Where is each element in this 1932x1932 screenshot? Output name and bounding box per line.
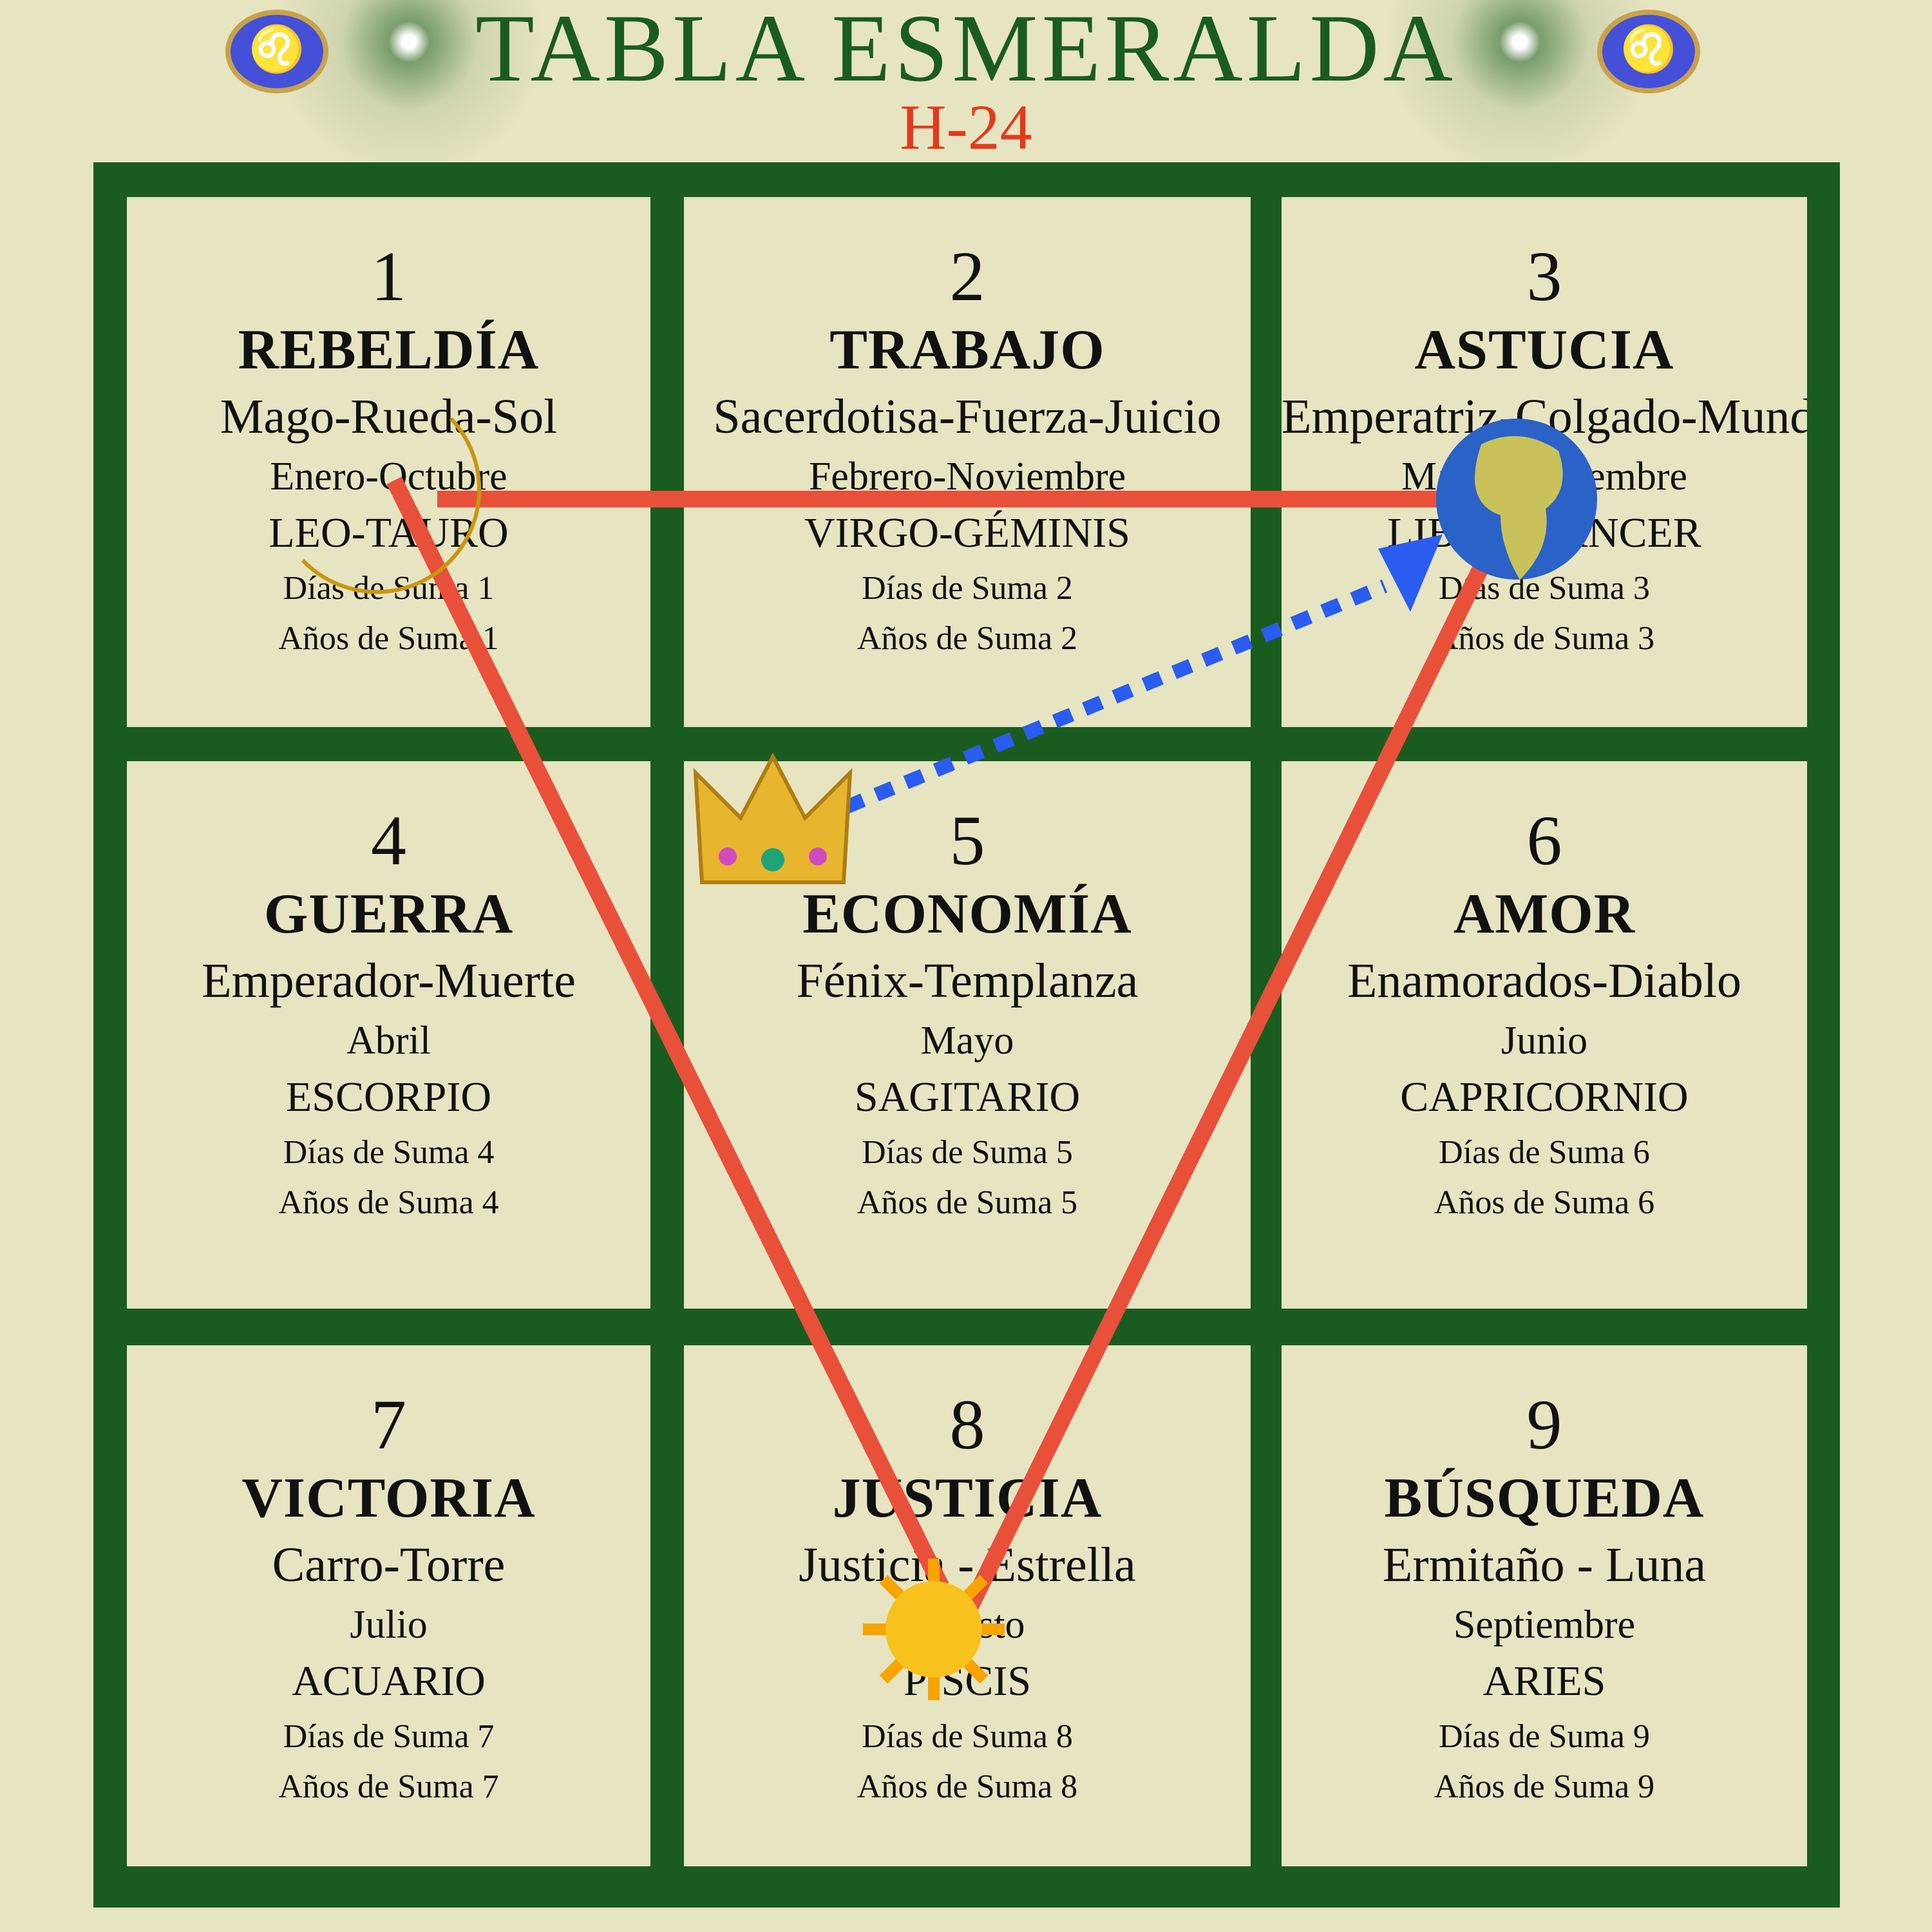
cell-cards: Emperador-Muerte [202, 953, 576, 1008]
cell-name: REBELDÍA [238, 318, 540, 381]
cell-days-sum: Días de Suma 2 [862, 570, 1073, 607]
cell-number: 9 [1526, 1385, 1562, 1464]
cell-month: Agosto [909, 1603, 1025, 1647]
cell-number: 8 [949, 1385, 985, 1464]
cell-name: BÚSQUEDA [1384, 1466, 1705, 1530]
cell-month: Mayo [920, 1019, 1014, 1063]
cell-name: ECONOMÍA [802, 882, 1132, 945]
cell-month: Junio [1501, 1019, 1588, 1063]
cell-name: AMOR [1453, 882, 1636, 945]
cell-years-sum: Años de Suma 5 [857, 1184, 1078, 1222]
leo-emblem-icon: ♌ [225, 10, 328, 93]
cell-cards: Mago-Rueda-Sol [220, 389, 558, 444]
cell-years-sum: Años de Suma 6 [1434, 1184, 1655, 1222]
cell-years-sum: Años de Suma 7 [278, 1768, 499, 1806]
cell-number: 2 [949, 237, 985, 316]
cell-name: VICTORIA [242, 1466, 536, 1530]
cell-cards: Fénix-Templanza [796, 953, 1139, 1008]
cell-days-sum: Días de Suma 7 [283, 1718, 495, 1756]
cell-number: 7 [371, 1385, 406, 1464]
cell-number: 5 [949, 801, 985, 880]
cell-number: 4 [371, 801, 406, 880]
cell-month: Marzo-Diciembre [1401, 455, 1688, 499]
cell-number: 3 [1526, 237, 1562, 316]
cell-cards: Sacerdotisa-Fuerza-Juicio [713, 389, 1222, 444]
cell-name: ASTUCIA [1414, 318, 1674, 381]
cell-month: Febrero-Noviembre [808, 455, 1126, 499]
cell-month: Abril [346, 1019, 431, 1063]
cell-name: TRABAJO [829, 318, 1105, 381]
cell-sign: PISCIS [903, 1658, 1032, 1705]
cell-cards: Carro-Torre [272, 1537, 506, 1592]
cell-month: Enero-Octubre [270, 455, 507, 499]
cell-number: 1 [371, 237, 406, 316]
cell-days-sum: Días de Suma 8 [862, 1718, 1073, 1756]
cell-sign: ESCORPIO [285, 1074, 492, 1121]
cell-years-sum: Años de Suma 9 [1434, 1768, 1655, 1806]
cell-days-sum: Días de Suma 9 [1439, 1718, 1650, 1756]
table-code: H-24 [900, 91, 1032, 163]
cell-years-sum: Años de Suma 3 [1434, 620, 1655, 658]
cell-sign: LIBRA-CÁNCER [1387, 509, 1701, 557]
cell-years-sum: Años de Suma 1 [278, 620, 499, 658]
cell-days-sum: Días de Suma 1 [283, 570, 495, 607]
cell-number: 6 [1526, 801, 1562, 880]
cell-years-sum: Años de Suma 8 [857, 1768, 1078, 1806]
cell-sign: CAPRICORNIO [1400, 1074, 1689, 1121]
cell-name: JUSTICIA [832, 1466, 1103, 1530]
cell-days-sum: Días de Suma 4 [283, 1134, 495, 1171]
cell-month: Septiembre [1453, 1603, 1636, 1647]
cell-sign: LEO-TAURO [269, 509, 509, 557]
cell-sign: SAGITARIO [854, 1074, 1081, 1121]
cell-years-sum: Años de Suma 4 [278, 1184, 499, 1222]
cell-cards: Justicia - Estrella [799, 1537, 1136, 1592]
cell-sign: VIRGO-GÉMINIS [804, 509, 1130, 557]
cell-sign: ACUARIO [292, 1658, 486, 1705]
cell-cards: Enamorados-Diablo [1347, 953, 1742, 1008]
cell-days-sum: Días de Suma 3 [1439, 570, 1650, 607]
cell-month: Julio [350, 1603, 428, 1647]
cell-cards: Emperatriz-Colgado-Mundo [1282, 389, 1807, 444]
cell-sign: ARIES [1482, 1658, 1606, 1705]
leo-emblem-icon: ♌ [1597, 10, 1700, 93]
cell-days-sum: Días de Suma 5 [862, 1134, 1073, 1171]
cell-years-sum: Años de Suma 2 [857, 620, 1078, 658]
cell-name: GUERRA [263, 882, 514, 945]
page-title: TABLA ESMERALDA [475, 0, 1457, 102]
cell-cards: Ermitaño - Luna [1382, 1537, 1707, 1592]
cell-days-sum: Días de Suma 6 [1439, 1134, 1650, 1171]
